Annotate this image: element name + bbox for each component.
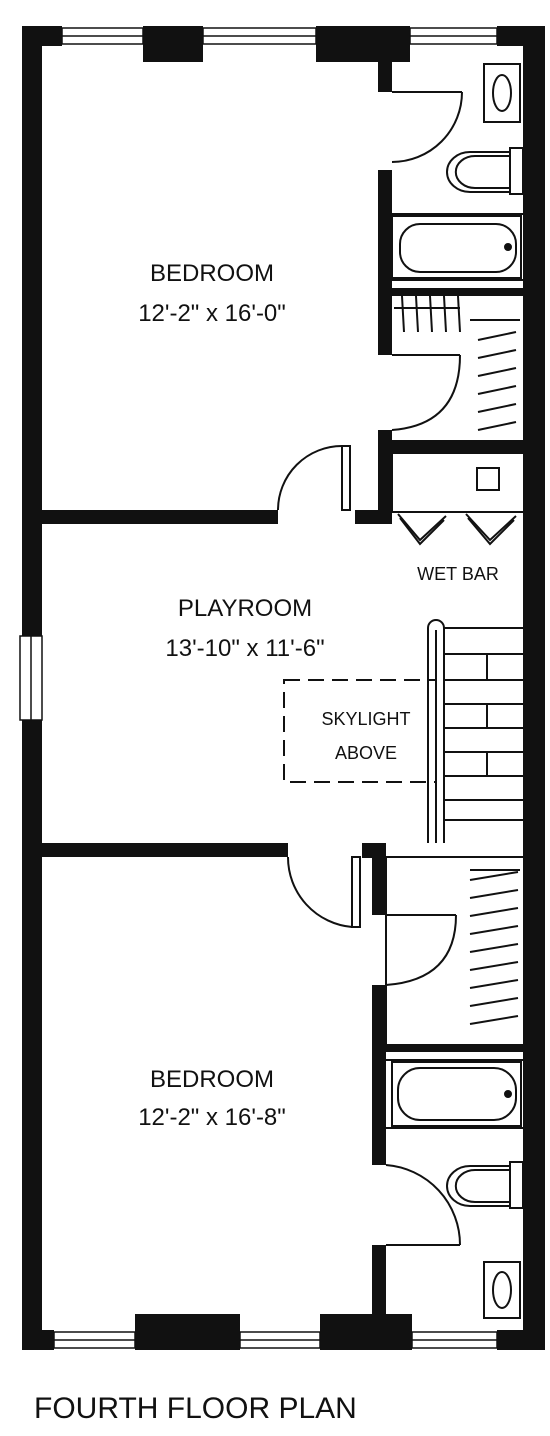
bedroom-bottom-size: 12'-2" x 16'-8" — [138, 1104, 286, 1131]
windows-top — [61, 27, 498, 45]
windows-bottom — [53, 1331, 498, 1349]
bedroom-top-size: 12'-2" x 16'-0" — [138, 300, 286, 327]
bath-fixtures-top — [391, 63, 524, 279]
skylight-outline — [283, 679, 437, 783]
closet-bottom — [469, 869, 520, 1025]
bath-fixtures-bottom — [391, 1061, 524, 1319]
skylight-label-2: ABOVE — [335, 743, 397, 763]
wet-bar — [397, 467, 517, 546]
closet-top — [394, 295, 520, 431]
window-left — [19, 635, 43, 721]
playroom-name: PLAYROOM — [178, 595, 312, 622]
stairs — [427, 619, 523, 843]
plan-caption: FOURTH FLOOR PLAN — [34, 1392, 357, 1425]
wall-lines — [362, 213, 523, 1129]
bedroom-top-name: BEDROOM — [150, 260, 274, 287]
interior-walls — [42, 62, 523, 1315]
doors — [277, 91, 463, 1246]
wet-bar-label: WET BAR — [417, 564, 499, 584]
bedroom-bottom-name: BEDROOM — [150, 1066, 274, 1093]
outer-walls — [22, 26, 545, 1350]
skylight-label-1: SKYLIGHT — [321, 709, 410, 729]
playroom-size: 13'-10" x 11'-6" — [165, 635, 324, 662]
